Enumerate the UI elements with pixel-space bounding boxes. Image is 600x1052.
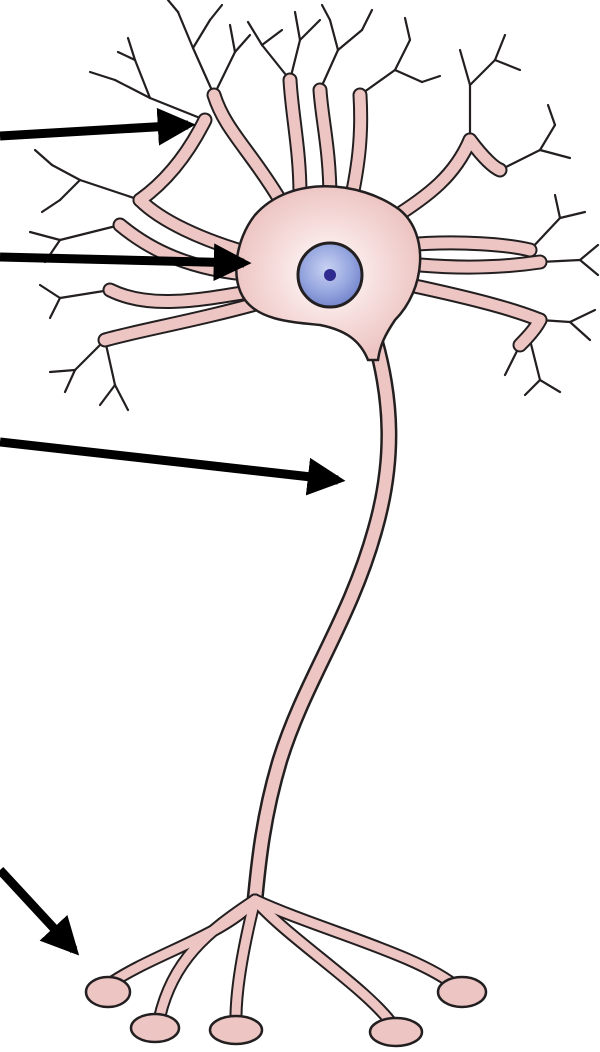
nucleolus xyxy=(324,269,336,281)
terminal-bulb xyxy=(370,1018,422,1046)
terminal-bulb xyxy=(210,1016,262,1044)
arrow-cell-body xyxy=(0,257,244,263)
terminal-bulb xyxy=(86,977,130,1007)
arrow-axon-terminal xyxy=(0,870,74,950)
axon-terminal-bulbs xyxy=(86,977,486,1046)
axon xyxy=(255,340,389,900)
terminal-bulb xyxy=(438,977,486,1007)
arrow-axon xyxy=(0,442,338,480)
axon-terminal-branches xyxy=(108,900,458,1028)
terminal-bulb xyxy=(131,1014,179,1042)
arrow-dendrites xyxy=(0,125,188,136)
